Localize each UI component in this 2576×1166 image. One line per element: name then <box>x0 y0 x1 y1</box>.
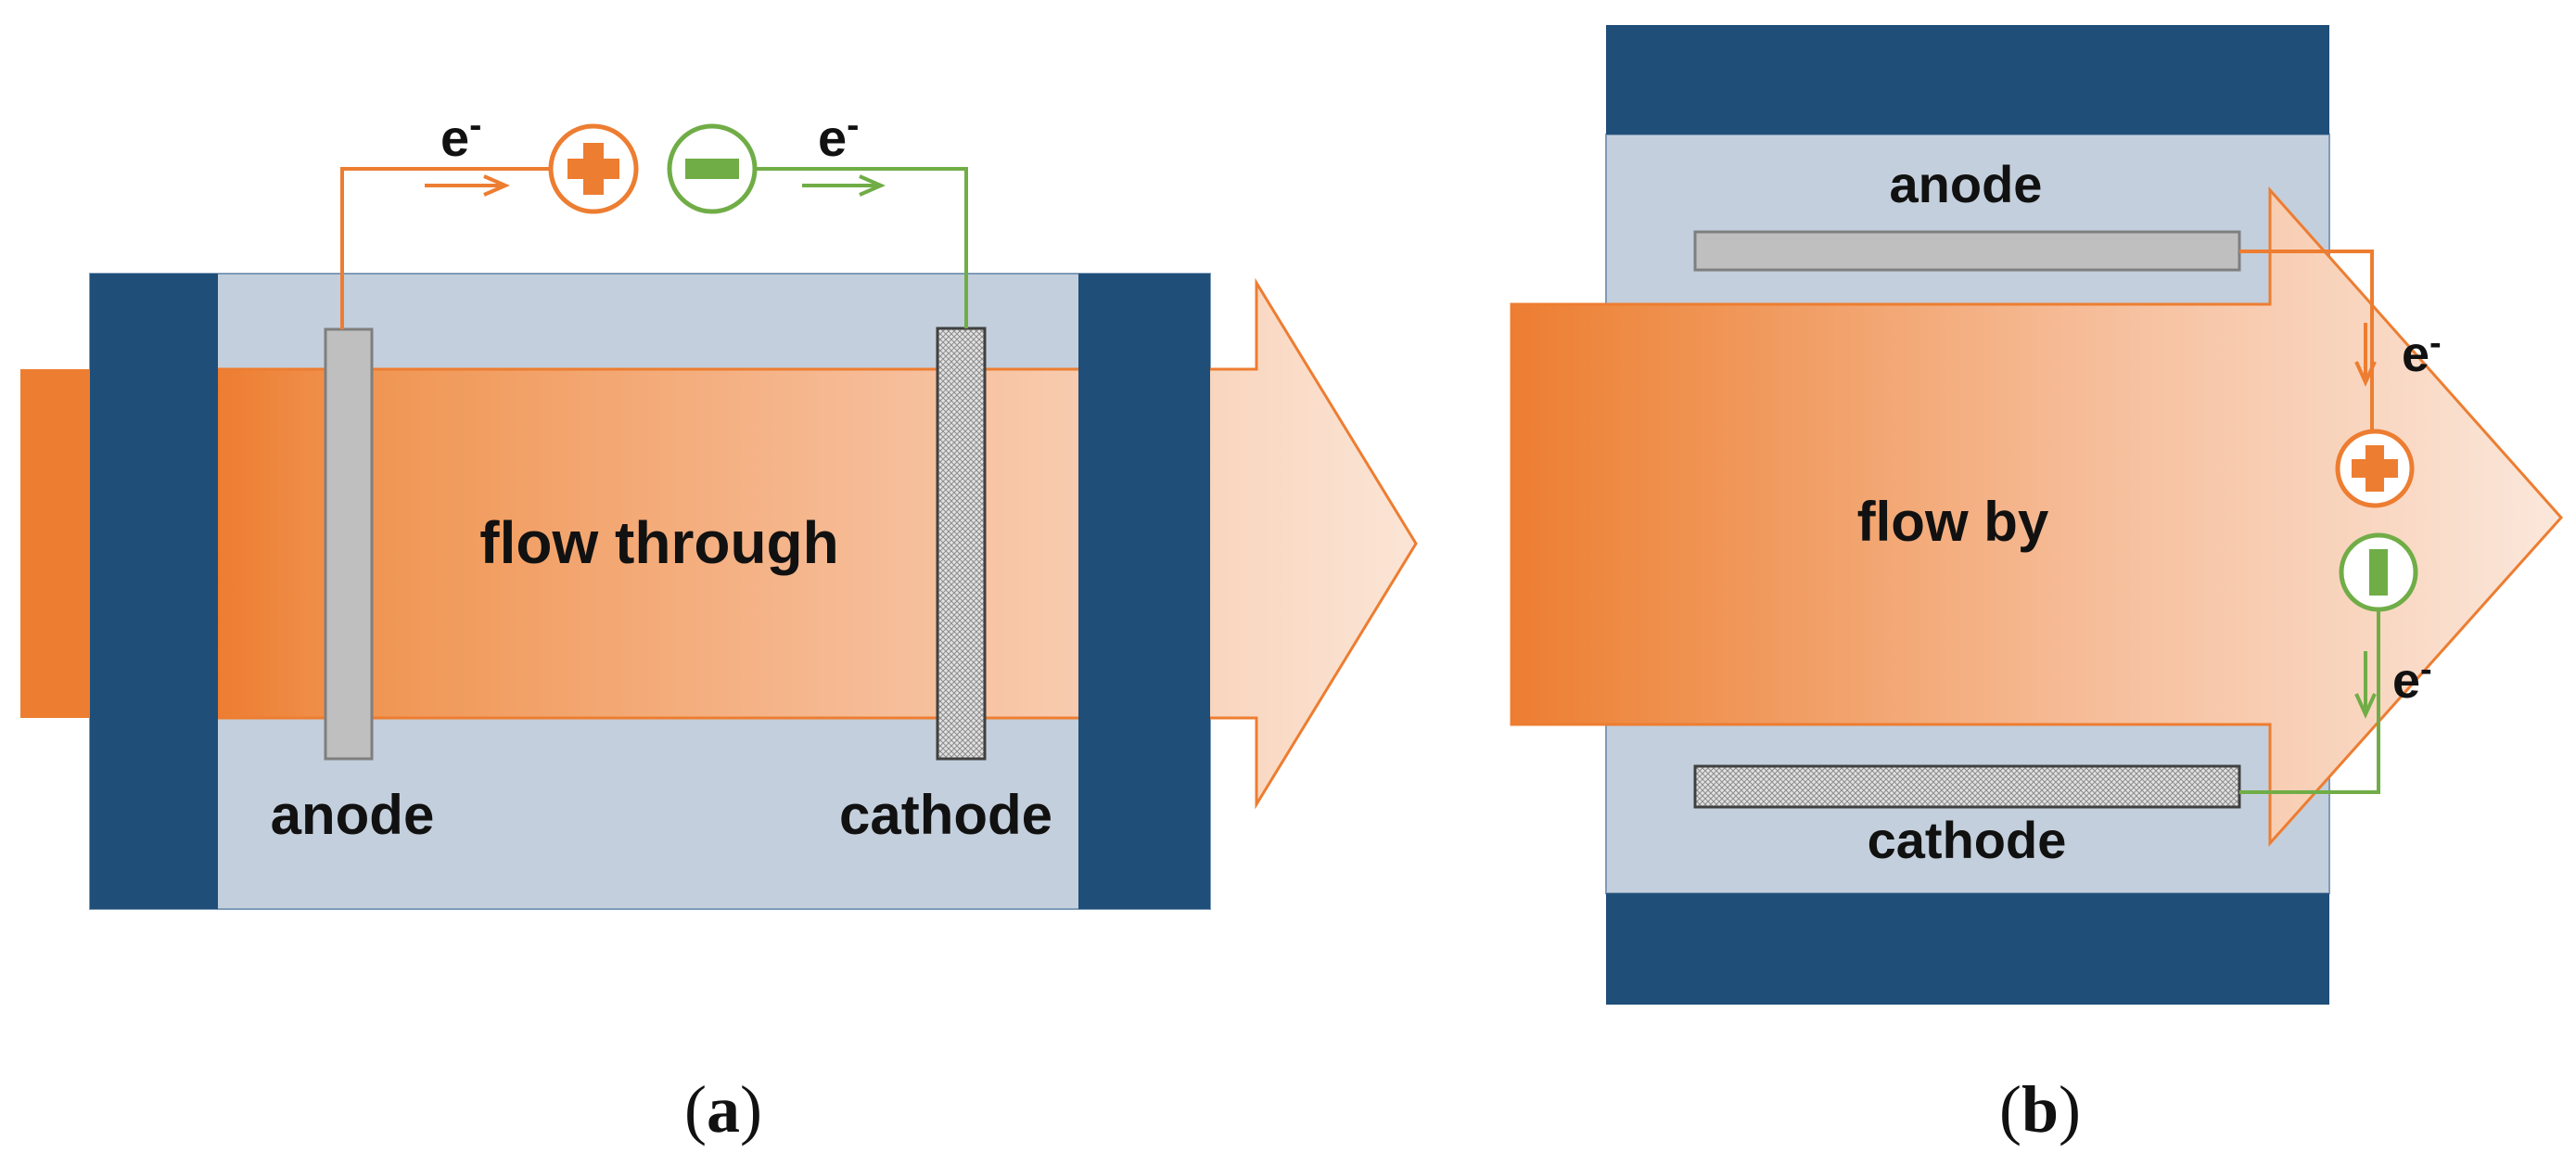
svg-text:e-: e- <box>2402 324 2442 382</box>
top-end-plate-b <box>1606 25 2329 135</box>
electron-superscript-top-b: - <box>2429 324 2442 363</box>
bottom-end-plate-b <box>1606 893 2329 1005</box>
panel-a: e- e- flow through anode cathode (a) <box>20 105 1418 1147</box>
electron-superscript-bottom-b: - <box>2420 650 2432 689</box>
arrow-icon <box>425 174 511 197</box>
anode-electrode-a <box>324 327 374 761</box>
electron-superscript-left-a: - <box>469 105 481 146</box>
arrow-icon <box>2354 323 2377 387</box>
electron-superscript-right-a: - <box>847 105 859 146</box>
right-end-plate-a <box>1078 274 1210 909</box>
cathode-wire-a <box>756 167 968 328</box>
anode-label-a: anode <box>271 784 435 846</box>
minus-circle-icon <box>667 123 758 214</box>
caption-b: (b) <box>1999 1072 2081 1147</box>
electron-label-top-b: e <box>2402 327 2429 382</box>
cathode-label-a: cathode <box>839 784 1052 846</box>
cathode-label-b: cathode <box>1868 811 2067 869</box>
electron-label-left-a: e <box>440 109 469 167</box>
svg-text:e-: e- <box>2392 650 2432 709</box>
arrow-icon <box>2354 651 2377 719</box>
electron-label-bottom-b: e <box>2392 653 2420 709</box>
anode-label-b: anode <box>1890 155 2043 213</box>
svg-text:e-: e- <box>440 105 481 167</box>
anode-wire-a <box>340 167 549 329</box>
caption-a: (a) <box>684 1072 762 1147</box>
electron-label-right-a: e <box>818 109 847 167</box>
cathode-wire-b <box>2239 608 2380 794</box>
arrow-icon <box>802 174 886 197</box>
svg-text:e-: e- <box>818 105 859 167</box>
panel-b: e- e- flow by anode cathode (b) <box>1510 25 2564 1147</box>
anode-electrode-b <box>1693 230 2241 272</box>
flow-arrow-b <box>1510 186 2564 847</box>
inlet-stub-a <box>20 369 93 718</box>
cathode-electrode-a <box>936 327 987 761</box>
cathode-electrode-b <box>1693 764 2241 809</box>
plus-circle-icon <box>2335 429 2415 508</box>
minus-circle-icon <box>2339 532 2418 612</box>
left-end-plate-a <box>90 274 218 909</box>
flow-label-b: flow by <box>1857 491 2049 553</box>
flow-label-a: flow through <box>479 509 838 576</box>
plus-circle-icon <box>548 123 639 214</box>
